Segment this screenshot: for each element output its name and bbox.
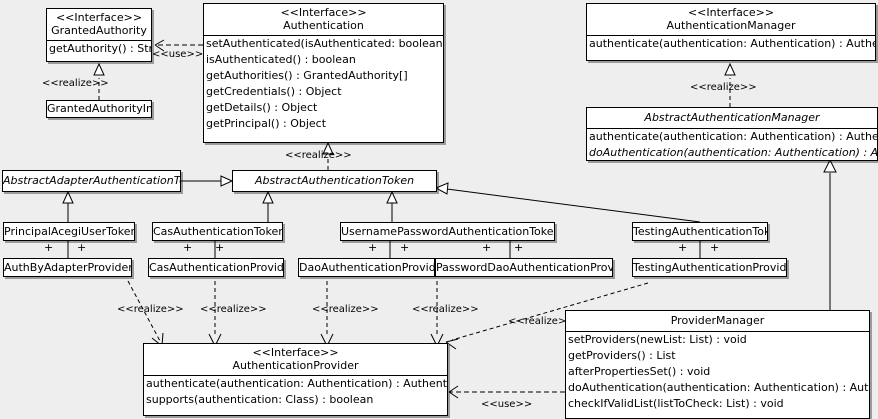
class-cas-authentication-token[interactable]: CasAuthenticationToken: [152, 222, 283, 241]
assoc-plus: +: [678, 241, 688, 254]
member: setProviders(newList: List) : void: [568, 333, 747, 346]
class-name: GrantedAuthority: [51, 24, 147, 37]
divider: [587, 128, 877, 129]
class-granted-authority-impl[interactable]: GrantedAuthorityImpl: [46, 100, 152, 118]
member: doAuthentication(authentication: Authent…: [589, 146, 878, 159]
member: authenticate(authentication: Authenticat…: [589, 130, 878, 143]
member: getCredentials() : Object: [206, 85, 342, 98]
class-testing-authentication-provider[interactable]: TestingAuthenticationProvider: [632, 258, 787, 277]
assoc-plus: +: [44, 241, 54, 254]
members-compartment: setProviders(newList: List) : void getPr…: [566, 332, 869, 412]
class-dao-authentication-provider[interactable]: DaoAuthenticationProvider: [298, 258, 435, 277]
members-compartment: getAuthority() : String: [47, 41, 151, 57]
members-compartment: authenticate(authentication: Authenticat…: [144, 376, 447, 408]
assoc-plus: +: [514, 241, 524, 254]
class-name: Authentication: [283, 19, 364, 32]
class-name: ProviderManager: [670, 314, 765, 327]
class-cas-authentication-provider[interactable]: CasAuthenticationProvider: [148, 258, 284, 277]
realize-label-auth-by-adapter-provider: <<realize>>: [117, 304, 184, 315]
member: setAuthenticated(isAuthenticated: boolea…: [206, 37, 444, 50]
class-password-dao-authentication-provider[interactable]: PasswordDaoAuthenticationProvider: [435, 258, 613, 277]
stereotype-label: <<Interface>>: [55, 11, 143, 24]
class-header: <<Interface>> AuthenticationProvider: [144, 344, 447, 375]
assoc-plus: +: [482, 241, 492, 254]
stereotype-label: <<Interface>>: [280, 6, 367, 19]
class-principal-acegi-user-token[interactable]: PrincipalAcegiUserToken: [3, 222, 135, 241]
class-name: AuthenticationManager: [666, 19, 796, 32]
class-authentication[interactable]: <<Interface>> Authentication setAuthenti…: [203, 3, 444, 143]
realize-label-abstract-authentication-token: <<realize>>: [285, 150, 352, 161]
class-header: <<Interface>> Authentication: [204, 4, 443, 35]
members-compartment: authenticate(authentication: Authenticat…: [587, 129, 878, 160]
class-username-password-authentication-token[interactable]: UsernamePasswordAuthenticationToken: [340, 222, 555, 241]
member: afterPropertiesSet() : void: [568, 365, 711, 378]
class-header: <<Interface>> AuthenticationManager: [587, 4, 875, 35]
class-authentication-provider[interactable]: <<Interface>> AuthenticationProvider aut…: [143, 343, 448, 416]
class-header: ProviderManager: [566, 311, 869, 331]
class-authentication-manager[interactable]: <<Interface>> AuthenticationManager auth…: [586, 3, 876, 61]
members-compartment: authenticate(authentication: Authenticat…: [587, 36, 875, 52]
member: supports(authentication: Class) : boolea…: [146, 393, 374, 406]
member: getAuthority() : String: [49, 42, 152, 55]
member: authenticate(authentication: Authenticat…: [589, 37, 875, 50]
stereotype-label: <<Interface>>: [687, 6, 775, 19]
class-auth-by-adapter-provider[interactable]: AuthByAdapterProvider: [3, 258, 132, 277]
assoc-plus: +: [215, 241, 225, 254]
divider: [144, 375, 447, 376]
divider: [204, 35, 443, 36]
assoc-plus: +: [400, 241, 410, 254]
assoc-plus: +: [77, 241, 87, 254]
realize-label-abstract-authentication-manager: <<realize>>: [690, 82, 757, 93]
assoc-plus: +: [368, 241, 378, 254]
realize-label-password-dao-authentication-provider: <<realize>>: [412, 304, 479, 315]
member: getProviders() : List: [568, 349, 676, 362]
divider: [566, 331, 869, 332]
member: getDetails() : Object: [206, 101, 318, 114]
realize-label-granted-authority-impl: <<realize>>: [42, 78, 109, 89]
divider: [47, 40, 151, 41]
class-header: <<Interface>> GrantedAuthority: [47, 9, 151, 40]
class-provider-manager[interactable]: ProviderManager setProviders(newList: Li…: [565, 310, 870, 419]
class-header: AbstractAuthenticationManager: [587, 108, 877, 128]
realize-label-cas-authentication-provider: <<realize>>: [200, 304, 267, 315]
assoc-plus: +: [710, 241, 720, 254]
members-compartment: setAuthenticated(isAuthenticated: boolea…: [204, 36, 443, 132]
class-abstract-authentication-token[interactable]: AbstractAuthenticationToken: [232, 170, 437, 192]
member: isAuthenticated() : boolean: [206, 53, 356, 66]
use-label-authentication-granted-authority: <<use>>: [152, 49, 204, 60]
class-name: AuthenticationProvider: [232, 359, 359, 372]
class-granted-authority[interactable]: <<Interface>> GrantedAuthority getAuthor…: [46, 8, 152, 62]
stereotype-label: <<Interface>>: [252, 346, 339, 359]
class-abstract-adapter-authentication-token[interactable]: AbstractAdapterAuthenticationToken: [2, 170, 181, 192]
assoc-plus: +: [183, 241, 193, 254]
member: getAuthorities() : GrantedAuthority[]: [206, 69, 408, 82]
realize-label-dao-authentication-provider: <<realize>>: [312, 304, 379, 315]
class-abstract-authentication-manager[interactable]: AbstractAuthenticationManager authentica…: [586, 107, 878, 161]
member: authenticate(authentication: Authenticat…: [146, 377, 448, 390]
member: doAuthentication(authentication: Authent…: [568, 381, 869, 394]
use-label-provider-manager-authentication-provider: <<use>>: [481, 399, 533, 410]
class-testing-authentication-token[interactable]: TestingAuthenticationToken: [632, 222, 768, 241]
realize-label-testing-authentication-provider: <<realize>>: [508, 316, 575, 327]
member: checkIfValidList(listToCheck: List) : vo…: [568, 397, 784, 410]
class-name: AbstractAuthenticationManager: [644, 111, 820, 124]
divider: [587, 35, 875, 36]
member: getPrincipal() : Object: [206, 117, 327, 130]
